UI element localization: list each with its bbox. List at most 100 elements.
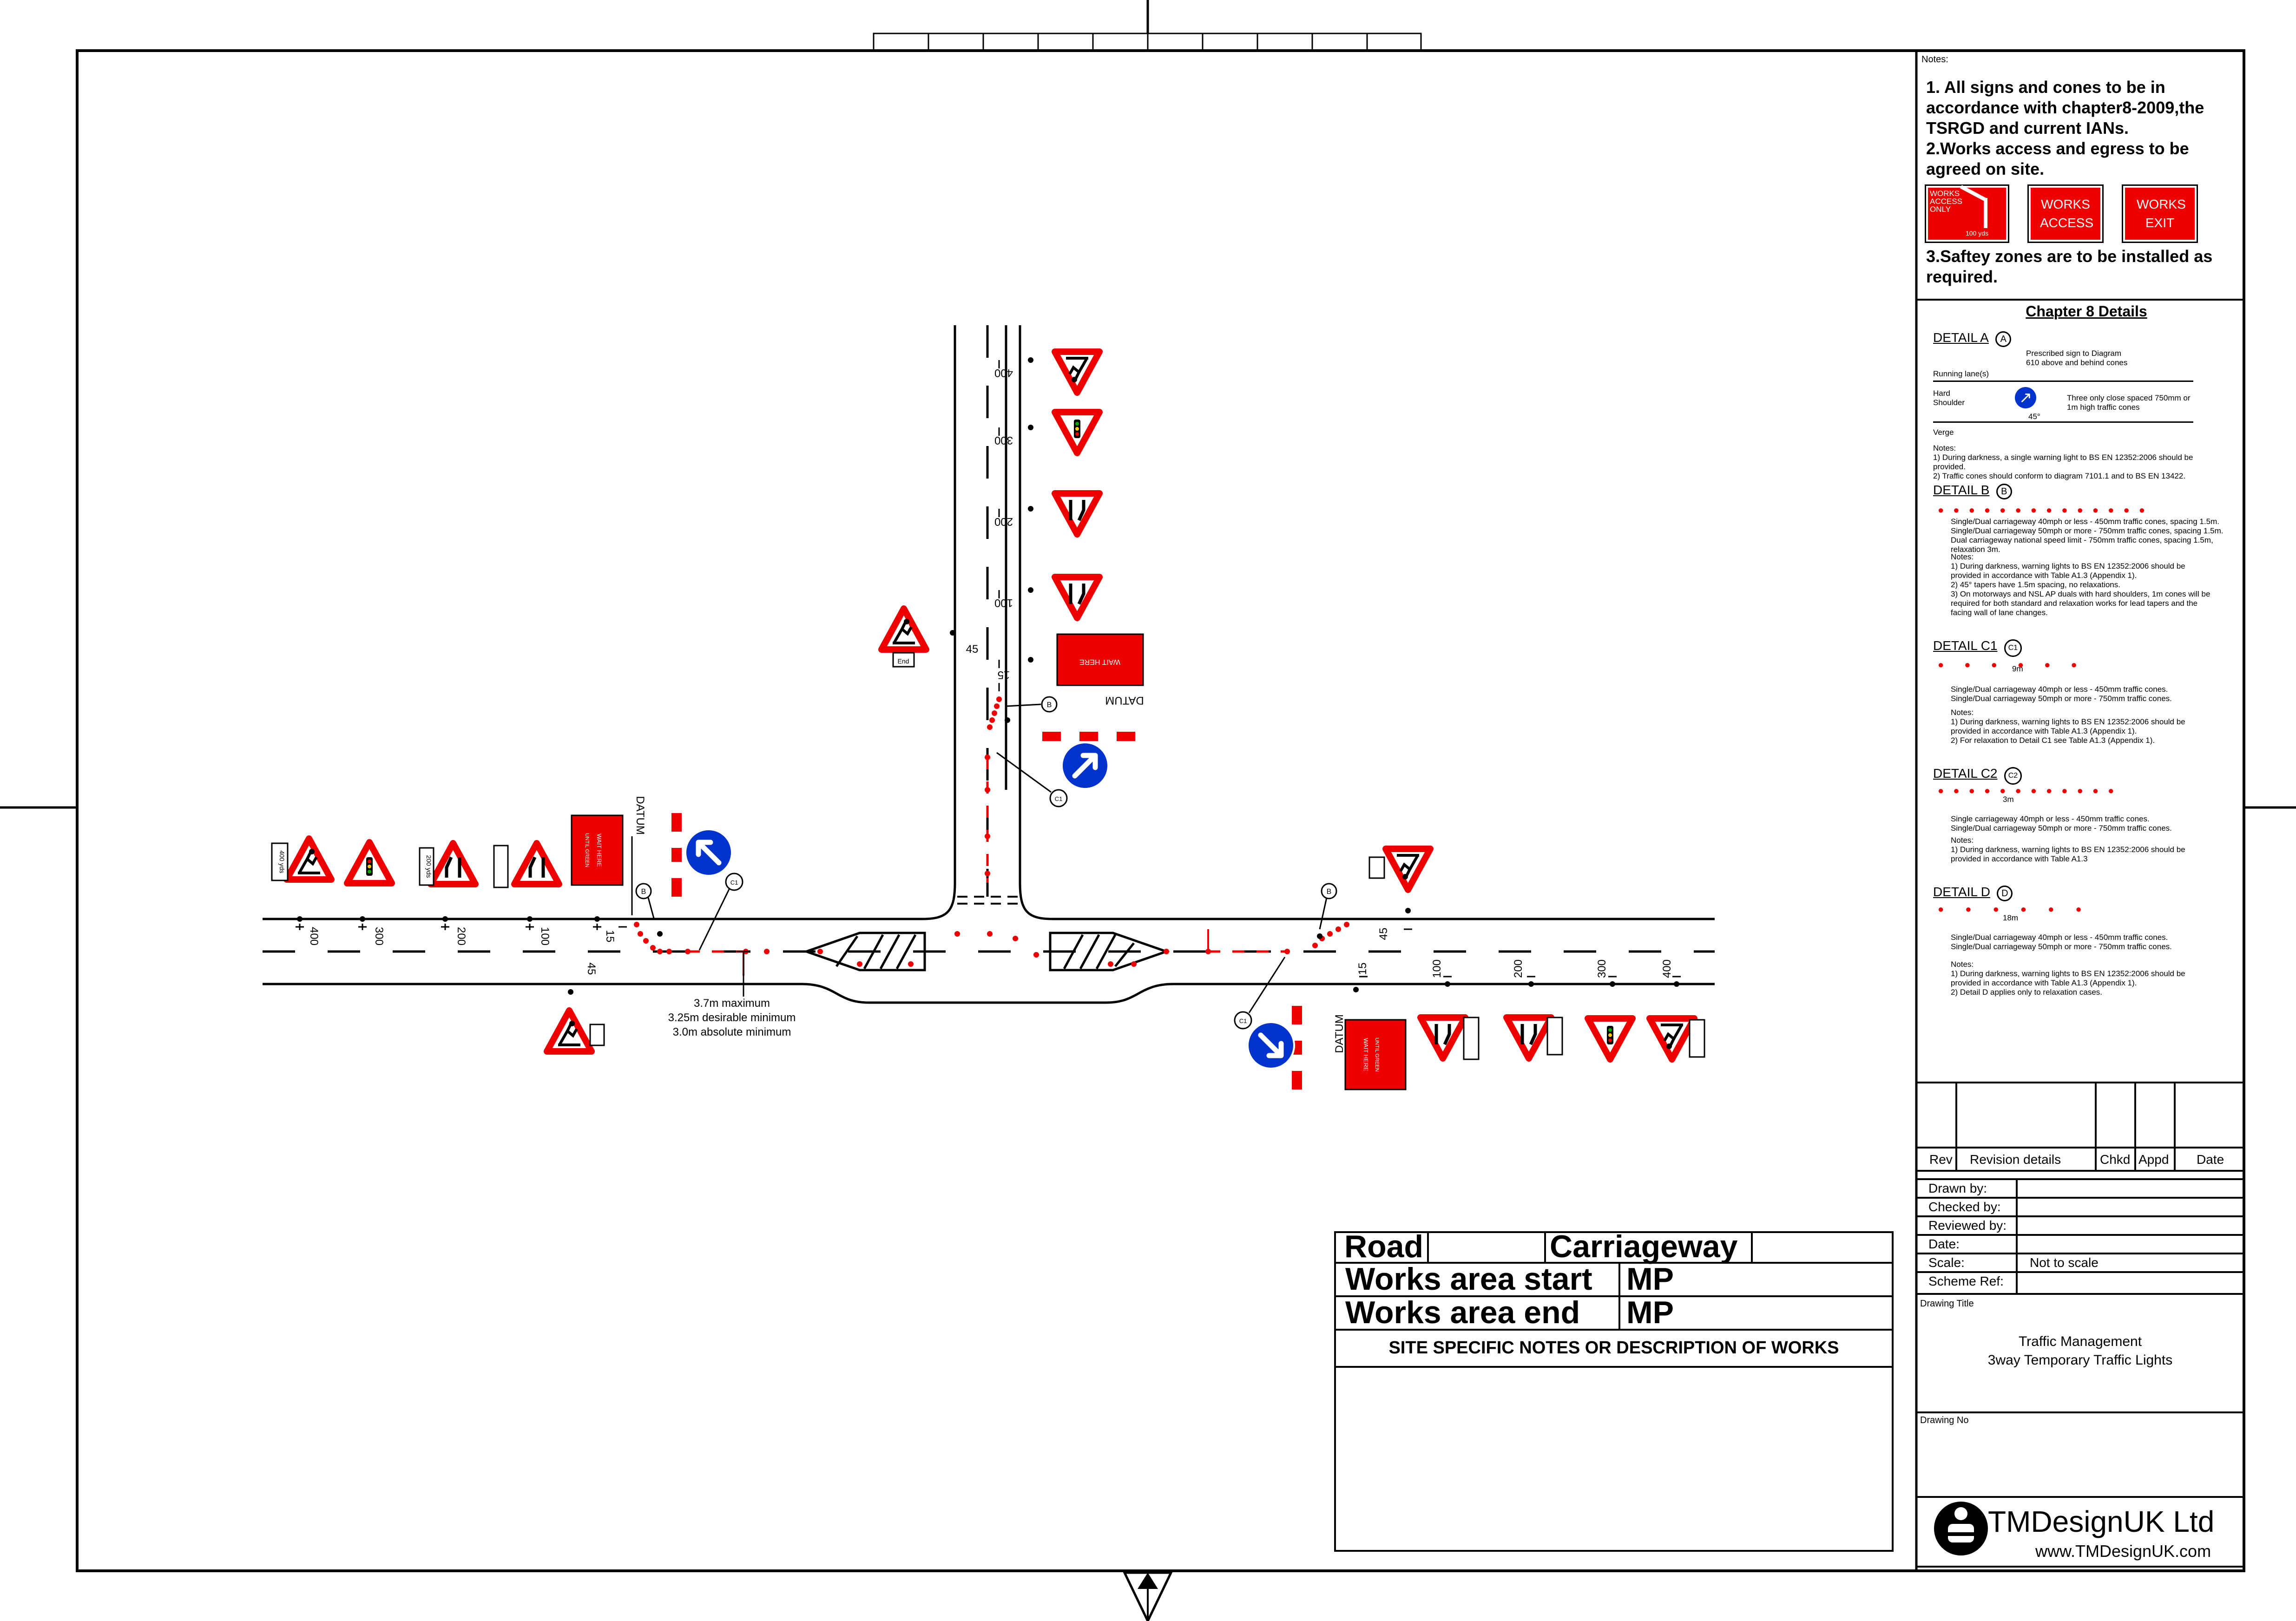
arrow-icon [1984,198,1987,228]
site-works-start: Works area start [1345,1261,1592,1297]
svg-text:C1: C1 [730,879,738,886]
left-approach-signs: 400 yds 200 yds WAIT HERE UNTIL GREEN [271,813,732,1051]
stop-here-sign [571,814,624,886]
rev-col: Rev [1929,1152,1953,1167]
svg-text:C1: C1 [1055,795,1063,802]
detail-b: DETAIL B B ●●●●●●●●●●●●●● Single/Dual ca… [1933,483,2224,617]
note-3: 3.Saftey zones are to be installed as re… [1926,247,2213,286]
svg-text:100: 100 [1431,959,1443,978]
chkd-col: Chkd [2100,1152,2131,1167]
appd-col: Appd [2138,1152,2169,1167]
svg-text:300: 300 [373,927,385,945]
svg-text:200: 200 [994,515,1013,528]
site-carriageway: Carriageway [1550,1229,1738,1264]
roadworks-sign-icon [287,839,331,879]
works-access-sign: WORKS ACCESS [2027,184,2104,243]
svg-text:300: 300 [1596,959,1608,978]
side-road-signs: WAIT HERE End [882,352,1144,789]
detail-a: DETAIL A A Prescribed sign to Diagram 61… [1933,330,2193,480]
site-road: Road [1344,1229,1423,1264]
end-roadworks-sign-icon [1386,849,1430,890]
keep-left-sign-icon [685,829,732,876]
works-access-only-sign: WORKS ACCESS ONLY 100 yds [1925,184,2009,243]
detail-a-label: DETAIL A [1933,330,1989,345]
notes-heading: Notes: [1921,54,1948,65]
chapter8-details: Chapter 8 Details DETAIL A A Prescribed … [1933,301,2240,1015]
chapter8-title: Chapter 8 Details [2026,303,2147,320]
note-2: 2.Works access and egress to be agreed o… [1926,139,2189,178]
keep-left-sign-icon: ↗ [2015,387,2036,408]
svg-text:DATUM: DATUM [1333,1014,1346,1053]
svg-text:300: 300 [994,434,1013,446]
traffic-signals-sign-icon [1055,412,1099,453]
end-roadworks-sign-icon [547,1011,592,1051]
svg-text:45: 45 [1377,928,1390,940]
svg-text:WAIT HERE: WAIT HERE [596,833,603,867]
road-narrows-sign-icon [514,843,559,884]
svg-text:15: 15 [998,669,1010,681]
road-narrows-sign-icon [1507,1017,1551,1058]
end-roadworks-sign-icon [882,609,926,650]
svg-text:400 yds: 400 yds [278,850,286,873]
centre-mark-icon [1123,1571,1173,1621]
note-1: 1. All signs and cones to be in accordan… [1926,78,2204,138]
cone-row: ●●●●●●●●●●●●●● [1938,504,2155,516]
revision-details-col: Revision details [1970,1152,2061,1167]
road-narrows-sign-icon [431,843,475,884]
keep-left-sign-icon [1248,1022,1294,1069]
revision-header-row: Rev Revision details Chkd Appd Date [1916,1149,2244,1170]
svg-text:200: 200 [1512,959,1525,978]
notes-panel: Notes: 1. All signs and cones to be in a… [1921,55,2242,287]
svg-text:B: B [1327,888,1332,896]
date-col: Date [2197,1152,2224,1167]
site-mp-start: MP [1626,1261,1674,1297]
road-narrows-sign-icon [1055,577,1099,618]
stop-here-sign [1056,633,1144,686]
svg-text:45: 45 [585,963,598,975]
svg-text:400: 400 [994,367,1013,379]
svg-text:100: 100 [539,927,551,945]
svg-text:200 yds: 200 yds [425,855,433,878]
svg-text:WAIT HERE: WAIT HERE [1362,1038,1369,1071]
site-notes-heading: SITE SPECIFIC NOTES OR DESCRIPTION OF WO… [1388,1338,1839,1358]
svg-text:C1: C1 [1239,1017,1247,1024]
company-website: www.TMDesignUK.com [2035,1542,2211,1561]
detail-d: DETAIL D D ●●●●●● 18m Single/Dual carria… [1933,885,2185,997]
svg-text:400: 400 [1661,959,1673,978]
road-narrows-sign-icon [1421,1017,1465,1058]
traffic-signals-sign-icon [347,842,392,883]
svg-text:15: 15 [1356,963,1369,975]
right-approach-signs: WAIT HERE UNTIL GREEN [1248,849,1705,1090]
road-narrows-sign-icon [1055,493,1099,534]
svg-text:400: 400 [308,927,320,945]
svg-text:B: B [1047,701,1052,709]
stop-here-sign [1344,1019,1407,1090]
svg-text:B: B [641,888,646,896]
svg-text:UNTIL GREEN: UNTIL GREEN [1374,1037,1380,1072]
works-sign-row: WORKS ACCESS ONLY 100 yds WORKS ACCESS W… [1925,184,2242,243]
detail-c2: DETAIL C2 C2 ●●●●●●●●●●●● 3m Single carr… [1933,766,2185,863]
svg-text:3.25m desirable minimum: 3.25m desirable minimum [668,1011,796,1024]
roadworks-sign-icon [1650,1018,1694,1059]
drawing-no-label: Drawing No [1920,1415,1969,1425]
svg-text:DATUM: DATUM [1105,694,1144,707]
site-mp-end: MP [1626,1295,1674,1330]
svg-text:DATUM: DATUM [634,796,646,835]
svg-text:3.7m maximum: 3.7m maximum [694,997,770,1010]
svg-text:End: End [898,657,909,665]
company-name: TMDesignUK Ltd [1988,1505,2215,1538]
traffic-signals-sign-icon [1588,1018,1632,1059]
site-works-end: Works area end [1345,1295,1580,1330]
svg-text:200: 200 [455,927,467,945]
svg-text:3.0m absolute minimum: 3.0m absolute minimum [673,1026,791,1038]
svg-text:WAIT HERE: WAIT HERE [1079,658,1120,666]
svg-text:15: 15 [604,930,616,943]
works-exit-sign: WORKS EXIT [2122,184,2198,243]
detail-a-marker: A [1995,331,2012,347]
roadworks-sign-icon [1055,352,1099,393]
svg-text:45: 45 [966,643,979,656]
drawing-title-label: Drawing Title [1920,1299,1974,1309]
svg-text:UNTIL GREEN: UNTIL GREEN [584,833,590,867]
drawing-title: Traffic Management 3way Temporary Traffi… [1987,1334,2173,1368]
